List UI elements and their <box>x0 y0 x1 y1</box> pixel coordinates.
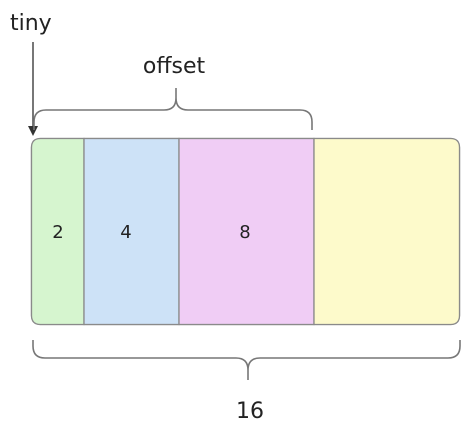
offset-label: offset <box>143 54 206 79</box>
segment-2 <box>30 137 85 326</box>
tiny-arrow-head-icon <box>28 126 38 136</box>
total-brace <box>32 340 461 380</box>
segment-label-4: 4 <box>120 222 131 243</box>
segment-8 <box>178 137 315 326</box>
tiny-label: tiny <box>10 11 52 36</box>
total-label: 16 <box>236 399 264 424</box>
offset-brace <box>33 88 313 130</box>
segment-label-8: 8 <box>239 222 250 243</box>
segment-label-2: 2 <box>52 222 63 243</box>
segment-remaining <box>313 137 461 326</box>
